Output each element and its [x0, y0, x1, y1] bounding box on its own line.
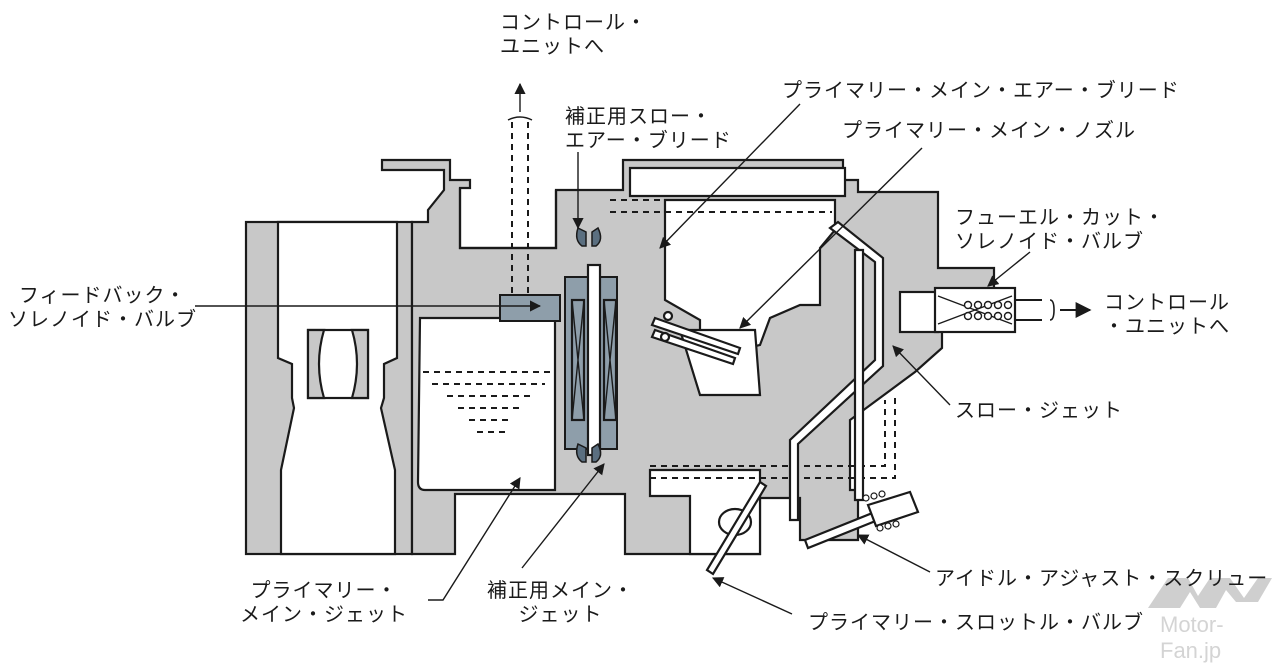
throttle-valve	[705, 480, 768, 576]
main-nozzle	[650, 310, 742, 366]
label-idle-adjust-screw: アイドル・アジャスト・スクリュー	[935, 566, 1269, 590]
label-primary-main-air-bleed: プライマリー・メイン・エアー・ブリード	[782, 78, 1180, 102]
idle-adjust-screw	[803, 490, 920, 550]
fuel-cut-solenoid	[898, 286, 1092, 334]
label-slow-jet: スロー・ジェット	[955, 398, 1123, 422]
label-correction-slow-air-bleed: 補正用スロー・ エアー・ブリード	[565, 104, 732, 152]
label-fuel-cut-solenoid: フューエル・カット・ ソレノイド・バルブ	[955, 205, 1165, 253]
slow-circuit	[788, 220, 885, 522]
air-circuit-dashed	[610, 199, 896, 479]
carburetor-diagram	[195, 82, 1272, 615]
label-correction-main-jet: 補正用メイン・ ジェット	[487, 578, 634, 626]
label-control-unit-top: コントロール・ ユニットへ	[500, 10, 647, 58]
float-chamber-body	[380, 158, 996, 556]
secondary-barrel	[244, 220, 414, 556]
leader-lines	[195, 103, 1031, 615]
feedback-solenoid	[499, 226, 618, 463]
watermark-text: Motor-Fan.jp	[1160, 612, 1224, 663]
control-wire-top	[507, 82, 533, 295]
watermark-logo	[1148, 578, 1272, 608]
label-primary-throttle-valve: プライマリー・スロットル・バルブ	[808, 610, 1144, 634]
label-feedback-solenoid: フィードバック・ ソレノイド・バルブ	[8, 283, 197, 331]
fuel-level	[423, 371, 552, 433]
label-primary-main-jet: プライマリー・ メイン・ジェット	[240, 578, 408, 626]
label-control-unit-right: コントロール ・ユニットへ	[1104, 290, 1230, 338]
label-primary-main-nozzle: プライマリー・メイン・ノズル	[842, 118, 1136, 142]
